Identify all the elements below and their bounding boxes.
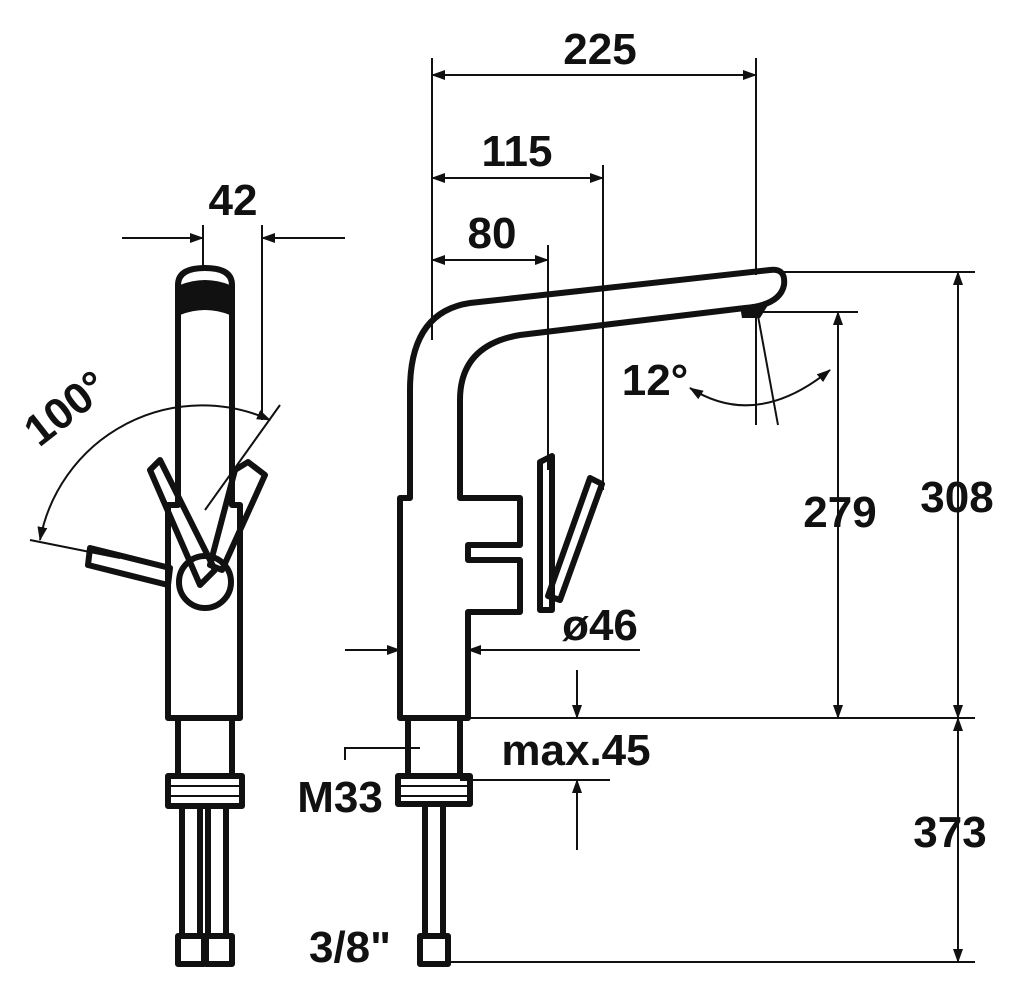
dim-308: 308: [920, 473, 993, 522]
dim-373: 373: [913, 808, 986, 857]
dim-42: 42: [209, 176, 258, 225]
dim-12-deg: 12°: [622, 356, 689, 405]
dim-279: 279: [803, 488, 876, 537]
dim-80: 80: [468, 209, 517, 258]
dim-225: 225: [563, 25, 636, 74]
front-view: [29, 225, 345, 967]
dim-diameter-46: ø46: [562, 601, 638, 650]
dim-100-deg: 100°: [15, 361, 117, 456]
label-m33: M33: [297, 773, 383, 822]
side-view: [344, 58, 975, 967]
dim-max-45: max.45: [501, 726, 650, 775]
label-3-8-inch: 3/8": [309, 923, 391, 972]
dim-115: 115: [482, 127, 553, 176]
